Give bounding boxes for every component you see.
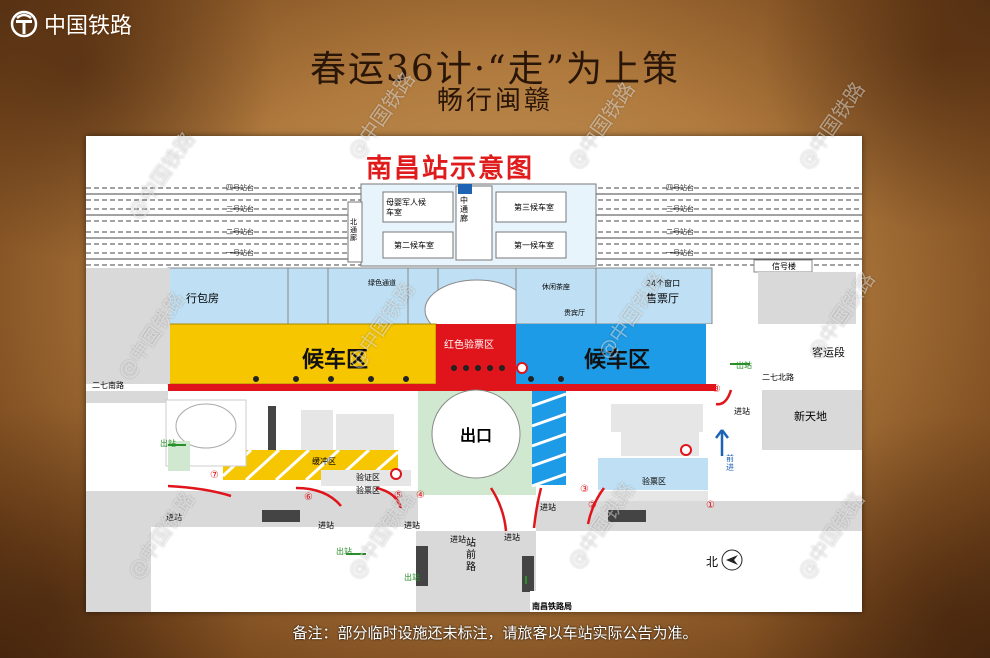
underpass-label: 中通廊 — [460, 196, 468, 223]
red-check-area-label: 红色验票区 — [444, 340, 494, 351]
xintiandi-label: 新天地 — [794, 410, 827, 423]
passenger-office-label: 客运段 — [812, 346, 845, 359]
exit-label: 出口 — [460, 426, 493, 445]
ticket-check-left-label: 验票区 — [356, 486, 380, 495]
forward-sign: 前进 — [726, 454, 734, 472]
dispatch-building-label: 信号楼 — [772, 262, 796, 271]
track-label: 二号站台 — [666, 228, 694, 236]
exit-sign: 出站 — [736, 361, 752, 370]
gate-marker: ③ — [580, 484, 589, 495]
gate-marker: ⑧ — [712, 384, 721, 395]
entry-sign: 进站 — [450, 535, 466, 544]
gate-marker: ⑦ — [210, 470, 219, 481]
buffer-zone-label: 缓冲区 — [312, 457, 336, 466]
lounge-label: 休闲茶座 — [542, 283, 570, 291]
mother-army-room-label: 母婴军人候车室 — [386, 198, 426, 217]
luggage-room-label: 行包房 — [186, 292, 219, 305]
third-waiting-room-label: 第三候车室 — [514, 203, 554, 212]
subheadline: 畅行闽赣 — [436, 86, 553, 116]
north-passage-label: 北通廊 — [350, 218, 357, 242]
ersan-road-left-label: 二七南路 — [92, 381, 124, 390]
track-label: 一号站台 — [666, 249, 694, 257]
track-label: 四号站台 — [226, 184, 254, 192]
waiting-area-left-label: 候车区 — [302, 348, 369, 373]
gate-marker: ④ — [416, 490, 425, 501]
exit-sign: 出站 — [404, 573, 420, 582]
ticket-check-right-label: 验票区 — [642, 477, 666, 486]
id-check-zone-label: 验证区 — [356, 473, 380, 482]
gate-marker: ② — [588, 500, 597, 511]
gate-marker: ⑥ — [304, 492, 313, 503]
waiting-area-right-label: 候车区 — [584, 348, 651, 373]
railway-bureau-label: 南昌铁路局 — [532, 602, 572, 611]
gate-marker: ① — [706, 500, 715, 511]
map-graphics — [86, 183, 862, 612]
track-label: 三号站台 — [666, 205, 694, 213]
gate-marker: ⑤ — [394, 490, 403, 501]
entry-sign: 进站 — [404, 521, 420, 530]
station-map: 南昌站示意图 四号站台 三号站台 二号站台 一号站台 四号站台 三号站台 二号站… — [86, 136, 862, 612]
exit-sign: 出站 — [160, 439, 176, 448]
entry-sign: 进站 — [734, 407, 750, 416]
map-title: 南昌站示意图 — [366, 154, 535, 184]
brand-name: 中国铁路 — [44, 14, 133, 39]
ersan-road-right-label: 二七北路 — [762, 373, 794, 382]
track-label: 三号站台 — [226, 205, 254, 213]
exit-sign: 出站 — [336, 547, 352, 556]
footnote: 备注：部分临时设施还未标注，请旅客以车站实际公告为准。 — [292, 624, 698, 642]
track-label: 四号站台 — [666, 184, 694, 192]
entry-sign: 进站 — [504, 533, 520, 542]
second-waiting-room-label: 第二候车室 — [394, 241, 434, 250]
brand[interactable]: 中国铁路 — [10, 8, 132, 40]
vip-room-label: 贵宾厅 — [564, 309, 585, 317]
ticket-windows-label: 24个窗口 — [646, 279, 681, 288]
headline: 春运36计·“走”为上策 — [309, 49, 681, 90]
entry-sign: 进站 — [318, 521, 334, 530]
station-front-road-label: 站前路 — [466, 538, 476, 573]
track-label: 一号站台 — [226, 249, 254, 257]
entry-sign: 进站 — [540, 503, 556, 512]
first-waiting-room-label: 第一候车室 — [514, 241, 554, 250]
ticket-hall-label: 售票厅 — [646, 292, 679, 305]
north-label: 北 — [706, 555, 719, 569]
track-label: 二号站台 — [226, 228, 254, 236]
green-channel-label: 绿色通道 — [368, 279, 396, 287]
railway-logo-icon — [10, 10, 38, 38]
entry-sign: 进站 — [166, 513, 182, 522]
